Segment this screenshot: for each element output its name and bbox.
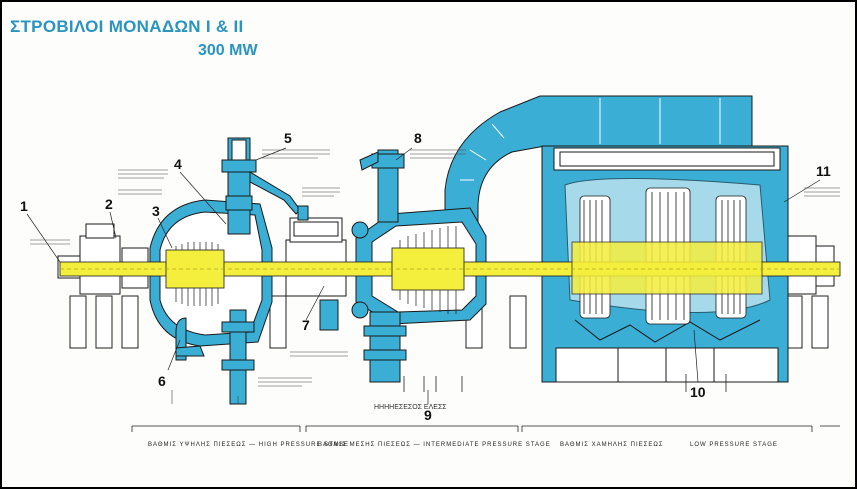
foundation-pillar [811, 295, 829, 349]
callout-11: 11 [816, 163, 831, 179]
foundation-pillar [121, 295, 139, 349]
foundation-pillar [509, 295, 527, 349]
foundation-pillar [269, 295, 287, 349]
callout-7: 7 [302, 317, 310, 333]
front-standard [57, 223, 149, 295]
stage-label-low-gr: ΒΑΘΜΙΣ ΧΑΜΗΛΗΣ ΠΙΕΣΕΩΣ [560, 442, 664, 448]
diagram-title: ΣΤΡΟΒΙΛΟΙ ΜΟΝΑΔΩΝ Ι & ΙΙ [10, 17, 244, 36]
annotation-lines [30, 149, 840, 404]
callout-5: 5 [284, 130, 292, 146]
rotor-shaft [59, 241, 841, 295]
callout-9: 9 [424, 407, 432, 423]
leader-lines [26, 147, 821, 404]
callout-3: 3 [152, 203, 160, 219]
stage-label-high: ΒΑΘΜΙΣ ΥΨΗΛΗΣ ΠΙΕΣΕΩΣ — HIGH PRESSURE ST… [148, 442, 349, 448]
callout-2: 2 [105, 196, 113, 212]
foundation-pillar [69, 295, 87, 349]
ip-drain-markers [403, 374, 727, 392]
stage-label-low-en: LOW PRESSURE STAGE [690, 442, 778, 448]
callout-8: 8 [414, 130, 422, 146]
stage-label-intermediate: ΒΑΘΜΙΣ ΜΕΣΗΣ ΠΙΕΣΕΩΣ — INTERMEDIATE PRES… [318, 442, 551, 448]
callout-1: 1 [20, 198, 28, 214]
foundation-pillar [95, 295, 113, 349]
foundation-supports [69, 295, 829, 349]
callout-4: 4 [174, 156, 182, 172]
stage-brackets [131, 425, 840, 432]
callout-10: 10 [690, 384, 706, 400]
diagram-subtitle: 300 MW [198, 42, 258, 59]
crossover-pipe [444, 95, 753, 236]
callout-6: 6 [158, 373, 166, 389]
ip-bottom-label: ΗΗΗΗΕΣΕΣΟΣ ΕΛΕΣΣ [374, 404, 447, 411]
